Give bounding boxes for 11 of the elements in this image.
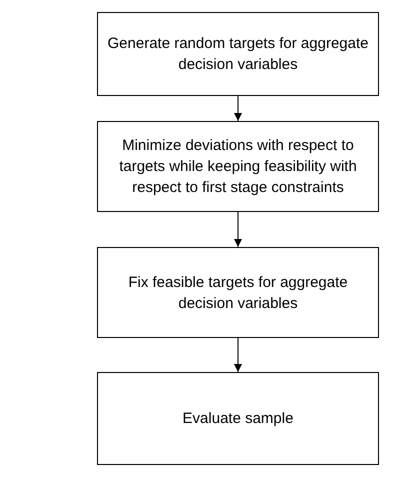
arrow	[234, 212, 242, 248]
arrow	[234, 338, 242, 372]
process-box	[97, 121, 379, 212]
box-text: Minimize deviations with respect to targets while keeping feasibility with respect to first stage constraints	[118, 136, 358, 198]
process-box	[97, 247, 379, 338]
process-box	[97, 372, 379, 465]
box-text: Fix feasible targets for aggregate decision variables	[127, 272, 349, 314]
box-text: Evaluate sample	[182, 409, 294, 429]
arrow	[234, 96, 242, 122]
process-box	[97, 12, 379, 96]
box-text: Generate random targets for aggregate decision variables	[106, 34, 370, 75]
